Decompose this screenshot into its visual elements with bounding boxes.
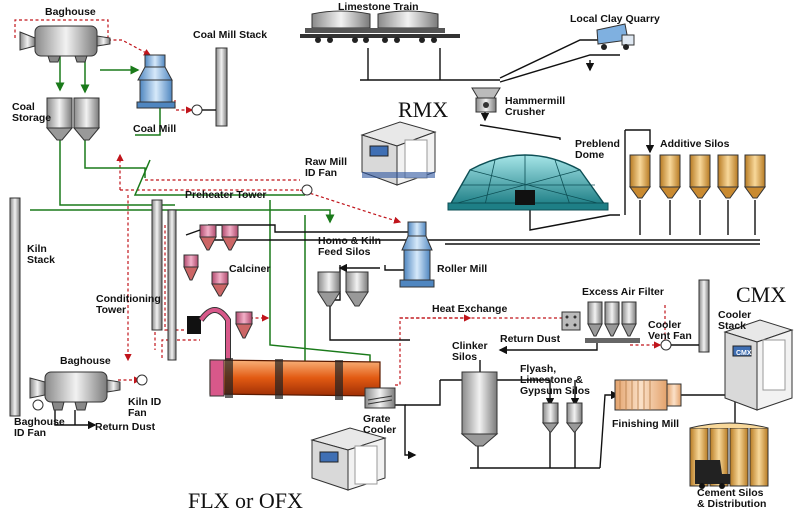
label-limestone-train: Limestone Train <box>338 1 419 13</box>
label-finishing-mill: Finishing Mill <box>612 418 679 430</box>
coal-mill-stack <box>191 47 228 127</box>
material-flow-lines <box>30 55 375 387</box>
coal-storage-silos <box>45 97 101 141</box>
baghouse-bottom <box>29 371 148 411</box>
preblend-dome <box>447 154 609 211</box>
cmx-analyzer-unit: CMX <box>723 319 794 411</box>
cooler-stack <box>660 279 710 353</box>
roller-mill <box>399 221 435 288</box>
label-flx-ofx: FLX or OFX <box>188 488 303 513</box>
clinker-silos <box>460 371 499 447</box>
additive-silos <box>629 154 766 199</box>
label-baghouse-top: Baghouse <box>45 6 96 18</box>
label-coal-mill-stack: Coal Mill Stack <box>193 29 267 41</box>
hammermill-crusher <box>471 87 501 113</box>
excess-air-filter <box>561 301 640 343</box>
label-return-dust-bottom: Return Dust <box>95 421 156 433</box>
label-baghouse-bottom: Baghouse <box>60 355 111 367</box>
label-cement-silos: Cement Silos& Distribution <box>697 487 766 510</box>
limestone-train <box>300 10 460 43</box>
flx-analyzer-unit <box>310 427 387 491</box>
dump-truck <box>596 23 635 50</box>
label-additive-silos: Additive Silos <box>660 138 730 150</box>
label-excess-air-filter: Excess Air Filter <box>582 286 664 298</box>
cement-silos <box>689 422 769 489</box>
preheater-tower <box>167 209 253 362</box>
raw-mill-id-fan <box>301 184 313 196</box>
label-roller-mill: Roller Mill <box>437 263 487 275</box>
label-rmx: RMX <box>398 97 448 122</box>
conditioning-tower <box>151 199 163 331</box>
rmx-analyzer-unit <box>360 121 437 186</box>
label-heat-exchange: Heat Exchange <box>432 303 507 315</box>
label-preheater-tower: Preheater Tower <box>185 189 267 201</box>
label-local-clay-quarry: Local Clay Quarry <box>570 13 660 25</box>
kiln-stack <box>9 197 21 417</box>
cmx-badge-text: CMX <box>736 350 752 357</box>
grate-cooler <box>364 387 396 409</box>
label-coal-mill: Coal Mill <box>133 123 176 135</box>
label-calciner: Calciner <box>229 263 270 275</box>
flyash-limestone-gypsum-silos <box>541 402 584 433</box>
conveyor-lines <box>54 39 760 469</box>
homo-kiln-feed-silos <box>317 271 369 307</box>
label-return-dust-top: Return Dust <box>500 333 561 345</box>
baghouse-top <box>19 25 111 63</box>
coal-mill <box>136 54 176 109</box>
label-cmx: CMX <box>736 282 786 307</box>
finishing-mill <box>614 379 682 411</box>
label-flyash-silos: Flyash,Limestone &Gypsum Silos <box>520 363 590 397</box>
rotary-kiln <box>209 358 381 400</box>
